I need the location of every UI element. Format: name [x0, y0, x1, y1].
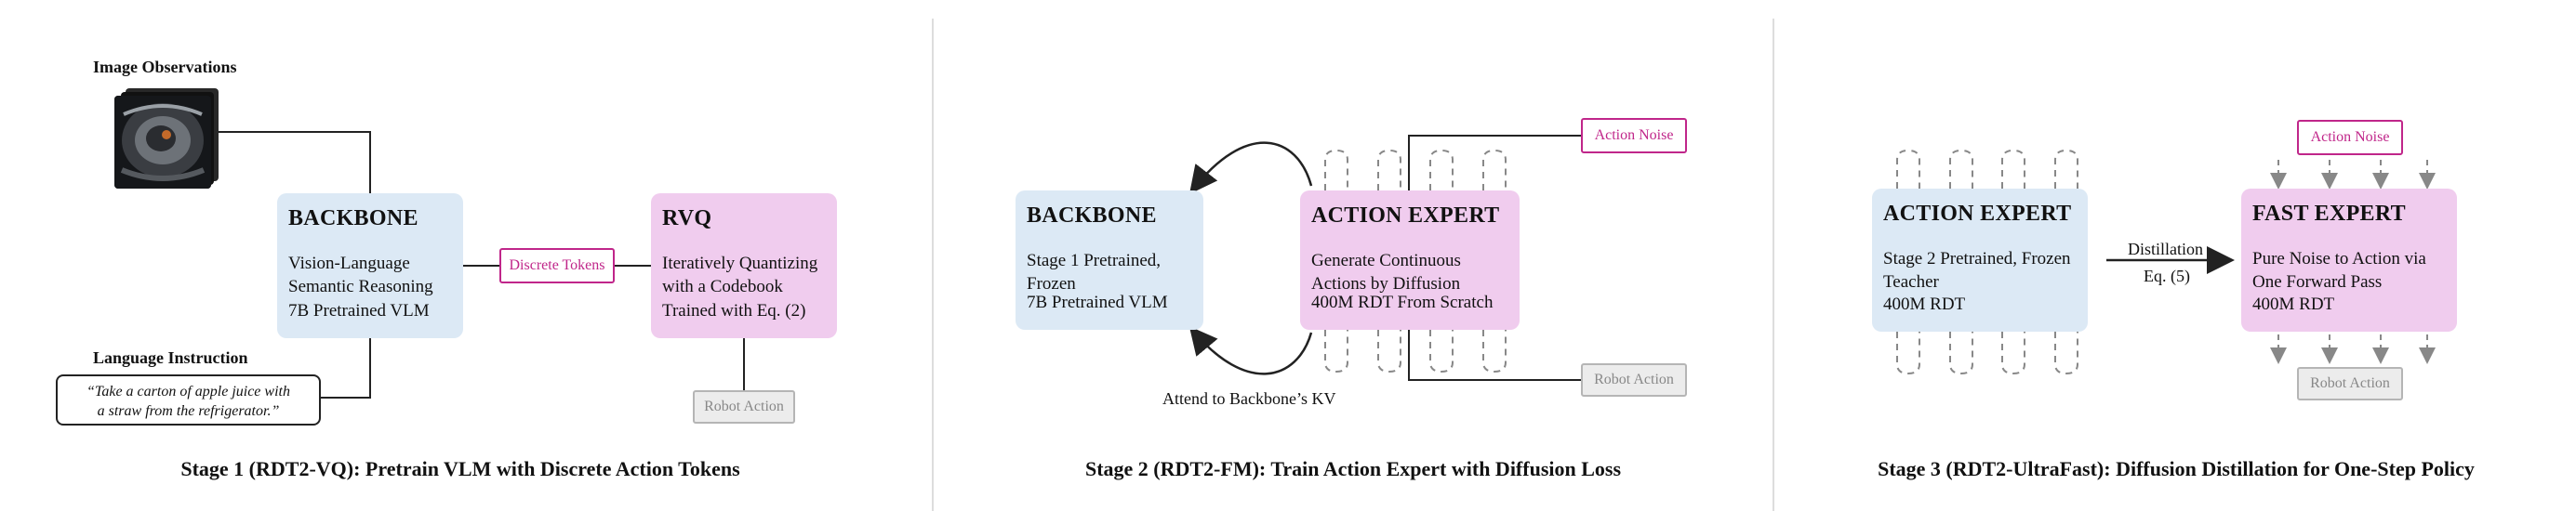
stage3-loop-top-3: [2054, 149, 2078, 189]
stage3-loop-top-0: [1896, 149, 1920, 189]
kv-arrow-top: [1188, 141, 1313, 194]
rvq-title: RVQ: [662, 206, 712, 230]
stage2-loop-top-3: [1482, 149, 1507, 190]
rvq-line1: Iteratively Quantizing: [662, 254, 818, 273]
stage1-backbone-box: BACKBONE Vision-Language Semantic Reason…: [277, 193, 463, 338]
rvq-foot: Trained with Eq. (2): [662, 301, 806, 321]
distillation-eq-label: Eq. (5): [2144, 267, 2190, 285]
dashed-loop-layer: [1324, 149, 2436, 375]
noise-to-expert-connector: [1408, 135, 1581, 190]
stage2-caption: Stage 2 (RDT2-FM): Train Action Expert w…: [1084, 457, 1622, 480]
distillation-label: Distillation: [2128, 240, 2203, 258]
fast-expert-foot: 400M RDT: [2252, 295, 2335, 314]
stage2-loop-top-1: [1377, 149, 1401, 190]
observation-image: [114, 96, 211, 189]
backbone-to-language-connector: [321, 338, 371, 399]
stage2-action-expert-foot: 400M RDT From Scratch: [1311, 293, 1494, 312]
stage2-backbone-title: BACKBONE: [1027, 203, 1157, 228]
stage3-action-expert-line2: Teacher: [1883, 272, 1939, 292]
stage2-action-noise-tag: Action Noise: [1581, 118, 1687, 153]
stage3-caption: Stage 3 (RDT2-UltraFast): Diffusion Dist…: [1878, 457, 2475, 480]
stage2-backbone-box: BACKBONE Stage 1 Pretrained, Frozen 7B P…: [1016, 190, 1203, 330]
fast-expert-line2: One Forward Pass: [2252, 272, 2383, 292]
stage1-caption: Stage 1 (RDT2-VQ): Pretrain VLM with Dis…: [180, 457, 740, 480]
rvq-line2: with a Codebook: [662, 277, 783, 296]
language-instruction-title: Language Instruction: [93, 348, 248, 367]
kv-attention-label: Attend to Backbone’s KV: [1162, 389, 1336, 408]
stage2-loop-bottom-1: [1377, 330, 1401, 373]
stage2-loop-bottom-2: [1429, 330, 1454, 373]
stage2-loop-bottom-3: [1482, 330, 1507, 373]
fast-expert-box: FAST EXPERT Pure Noise to Action via One…: [2241, 189, 2457, 332]
stage2-loop-top-2: [1429, 149, 1454, 190]
stage3-loop-top-1: [1949, 149, 1973, 189]
stage2-backbone-foot: 7B Pretrained VLM: [1027, 293, 1168, 312]
stage2-loop-bottom-0: [1324, 330, 1348, 373]
stage3-action-expert-title: ACTION EXPERT: [1883, 202, 2072, 226]
stage2-action-expert-box: ACTION EXPERT Generate Continuous Action…: [1300, 190, 1520, 330]
stage3-loop-bottom-2: [2001, 332, 2025, 375]
stage1-backbone-line1: Vision-Language: [288, 254, 410, 273]
kv-arrow-bottom: [1188, 326, 1313, 375]
stage3-loop-bottom-3: [2054, 332, 2078, 375]
fast-expert-title: FAST EXPERT: [2252, 202, 2406, 226]
stage1-robot-action-tag: Robot Action: [693, 390, 795, 424]
discrete-tokens-tag: Discrete Tokens: [499, 248, 615, 283]
stage2-loop-top-0: [1324, 149, 1348, 190]
stage2-backbone-line1: Stage 1 Pretrained,: [1027, 251, 1162, 270]
expert-to-robot-action-connector: [1408, 330, 1581, 381]
stage3-action-expert-foot: 400M RDT: [1883, 295, 1966, 314]
image-observations-title: Image Observations: [93, 58, 237, 76]
stage3-robot-action-tag: Robot Action: [2297, 367, 2403, 400]
stage3-action-expert-box: ACTION EXPERT Stage 2 Pretrained, Frozen…: [1872, 189, 2088, 332]
stage2-action-expert-line2: Actions by Diffusion: [1311, 274, 1461, 294]
fast-expert-line1: Pure Noise to Action via: [2252, 249, 2426, 269]
language-instruction-line1: “Take a carton of apple juice with: [86, 384, 290, 400]
stage1-backbone-line2: Semantic Reasoning: [288, 277, 433, 296]
stage1-backbone-title: BACKBONE: [288, 206, 418, 230]
stage3-loop-bottom-1: [1949, 332, 1973, 375]
stage2-action-expert-title: ACTION EXPERT: [1311, 203, 1500, 228]
rvq-box: RVQ Iteratively Quantizing with a Codebo…: [651, 193, 837, 338]
stage2-robot-action-tag: Robot Action: [1581, 363, 1687, 397]
image-to-backbone-connector: [219, 131, 371, 193]
stage2-backbone-line2: Frozen: [1027, 274, 1076, 294]
stage3-action-noise-tag: Action Noise: [2297, 120, 2403, 155]
stage3-action-expert-line1: Stage 2 Pretrained, Frozen: [1883, 249, 2071, 269]
language-instruction-quote: “Take a carton of apple juice with a str…: [56, 374, 321, 426]
stage2-action-expert-line1: Generate Continuous: [1311, 251, 1461, 270]
language-instruction-line2: a straw from the refrigerator.”: [97, 403, 280, 419]
stage3-loop-bottom-0: [1896, 332, 1920, 375]
stage3-loop-top-2: [2001, 149, 2025, 189]
stage1-backbone-foot: 7B Pretrained VLM: [288, 301, 430, 321]
